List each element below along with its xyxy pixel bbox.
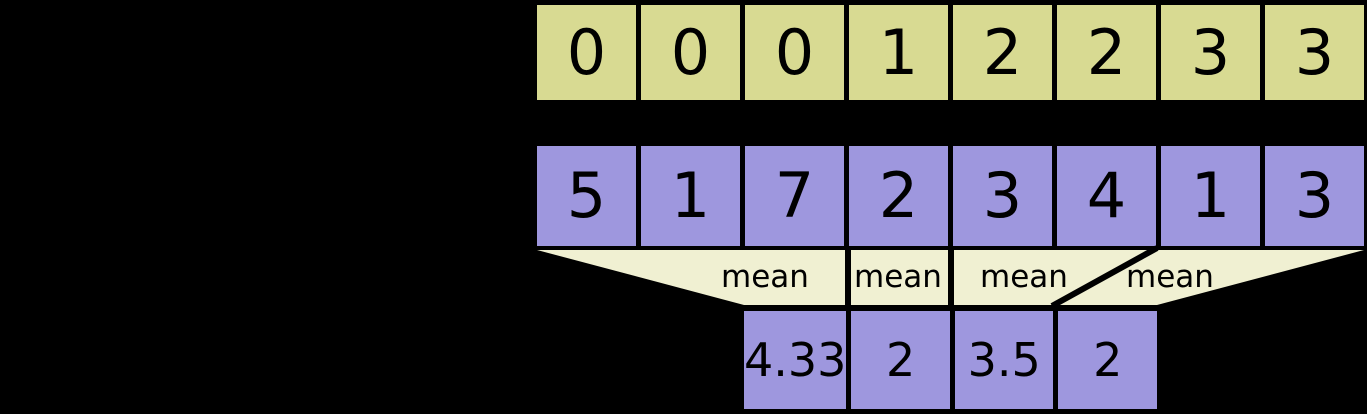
result-cell: 2 bbox=[851, 311, 950, 409]
segment-id-cell: 3 bbox=[1161, 5, 1260, 100]
data-cell: 2 bbox=[849, 146, 948, 246]
segment-id-cell: 0 bbox=[537, 5, 636, 100]
data-cell: 3 bbox=[953, 146, 1052, 246]
data-cell: 3 bbox=[1265, 146, 1364, 246]
result-cell: 2 bbox=[1058, 311, 1158, 409]
data-row: 5 1 7 2 3 4 1 3 bbox=[532, 141, 1367, 251]
segment-id-cell: 3 bbox=[1265, 5, 1364, 100]
result-cell: 3.5 bbox=[954, 311, 1054, 409]
data-cell: 5 bbox=[537, 146, 636, 246]
segment-id-cell: 2 bbox=[953, 5, 1052, 100]
segment-id-cell: 0 bbox=[641, 5, 740, 100]
mean-operation-label: mean bbox=[854, 259, 942, 295]
data-cell: 1 bbox=[1161, 146, 1260, 246]
data-cell: 4 bbox=[1057, 146, 1156, 246]
data-cell: 1 bbox=[641, 146, 740, 246]
segment-id-cell: 2 bbox=[1057, 5, 1156, 100]
mean-operation-label: mean bbox=[721, 259, 809, 295]
segment-ids-row: 0 0 0 1 2 2 3 3 bbox=[532, 0, 1367, 105]
mean-operation-label: mean bbox=[980, 259, 1068, 295]
mean-operation-label: mean bbox=[1126, 259, 1214, 295]
segment-id-cell: 1 bbox=[849, 5, 948, 100]
result-cell: 4.33 bbox=[744, 311, 847, 409]
data-cell: 7 bbox=[745, 146, 844, 246]
result-row: 4.33 2 3.5 2 bbox=[739, 306, 1162, 414]
segment-id-cell: 0 bbox=[745, 5, 844, 100]
